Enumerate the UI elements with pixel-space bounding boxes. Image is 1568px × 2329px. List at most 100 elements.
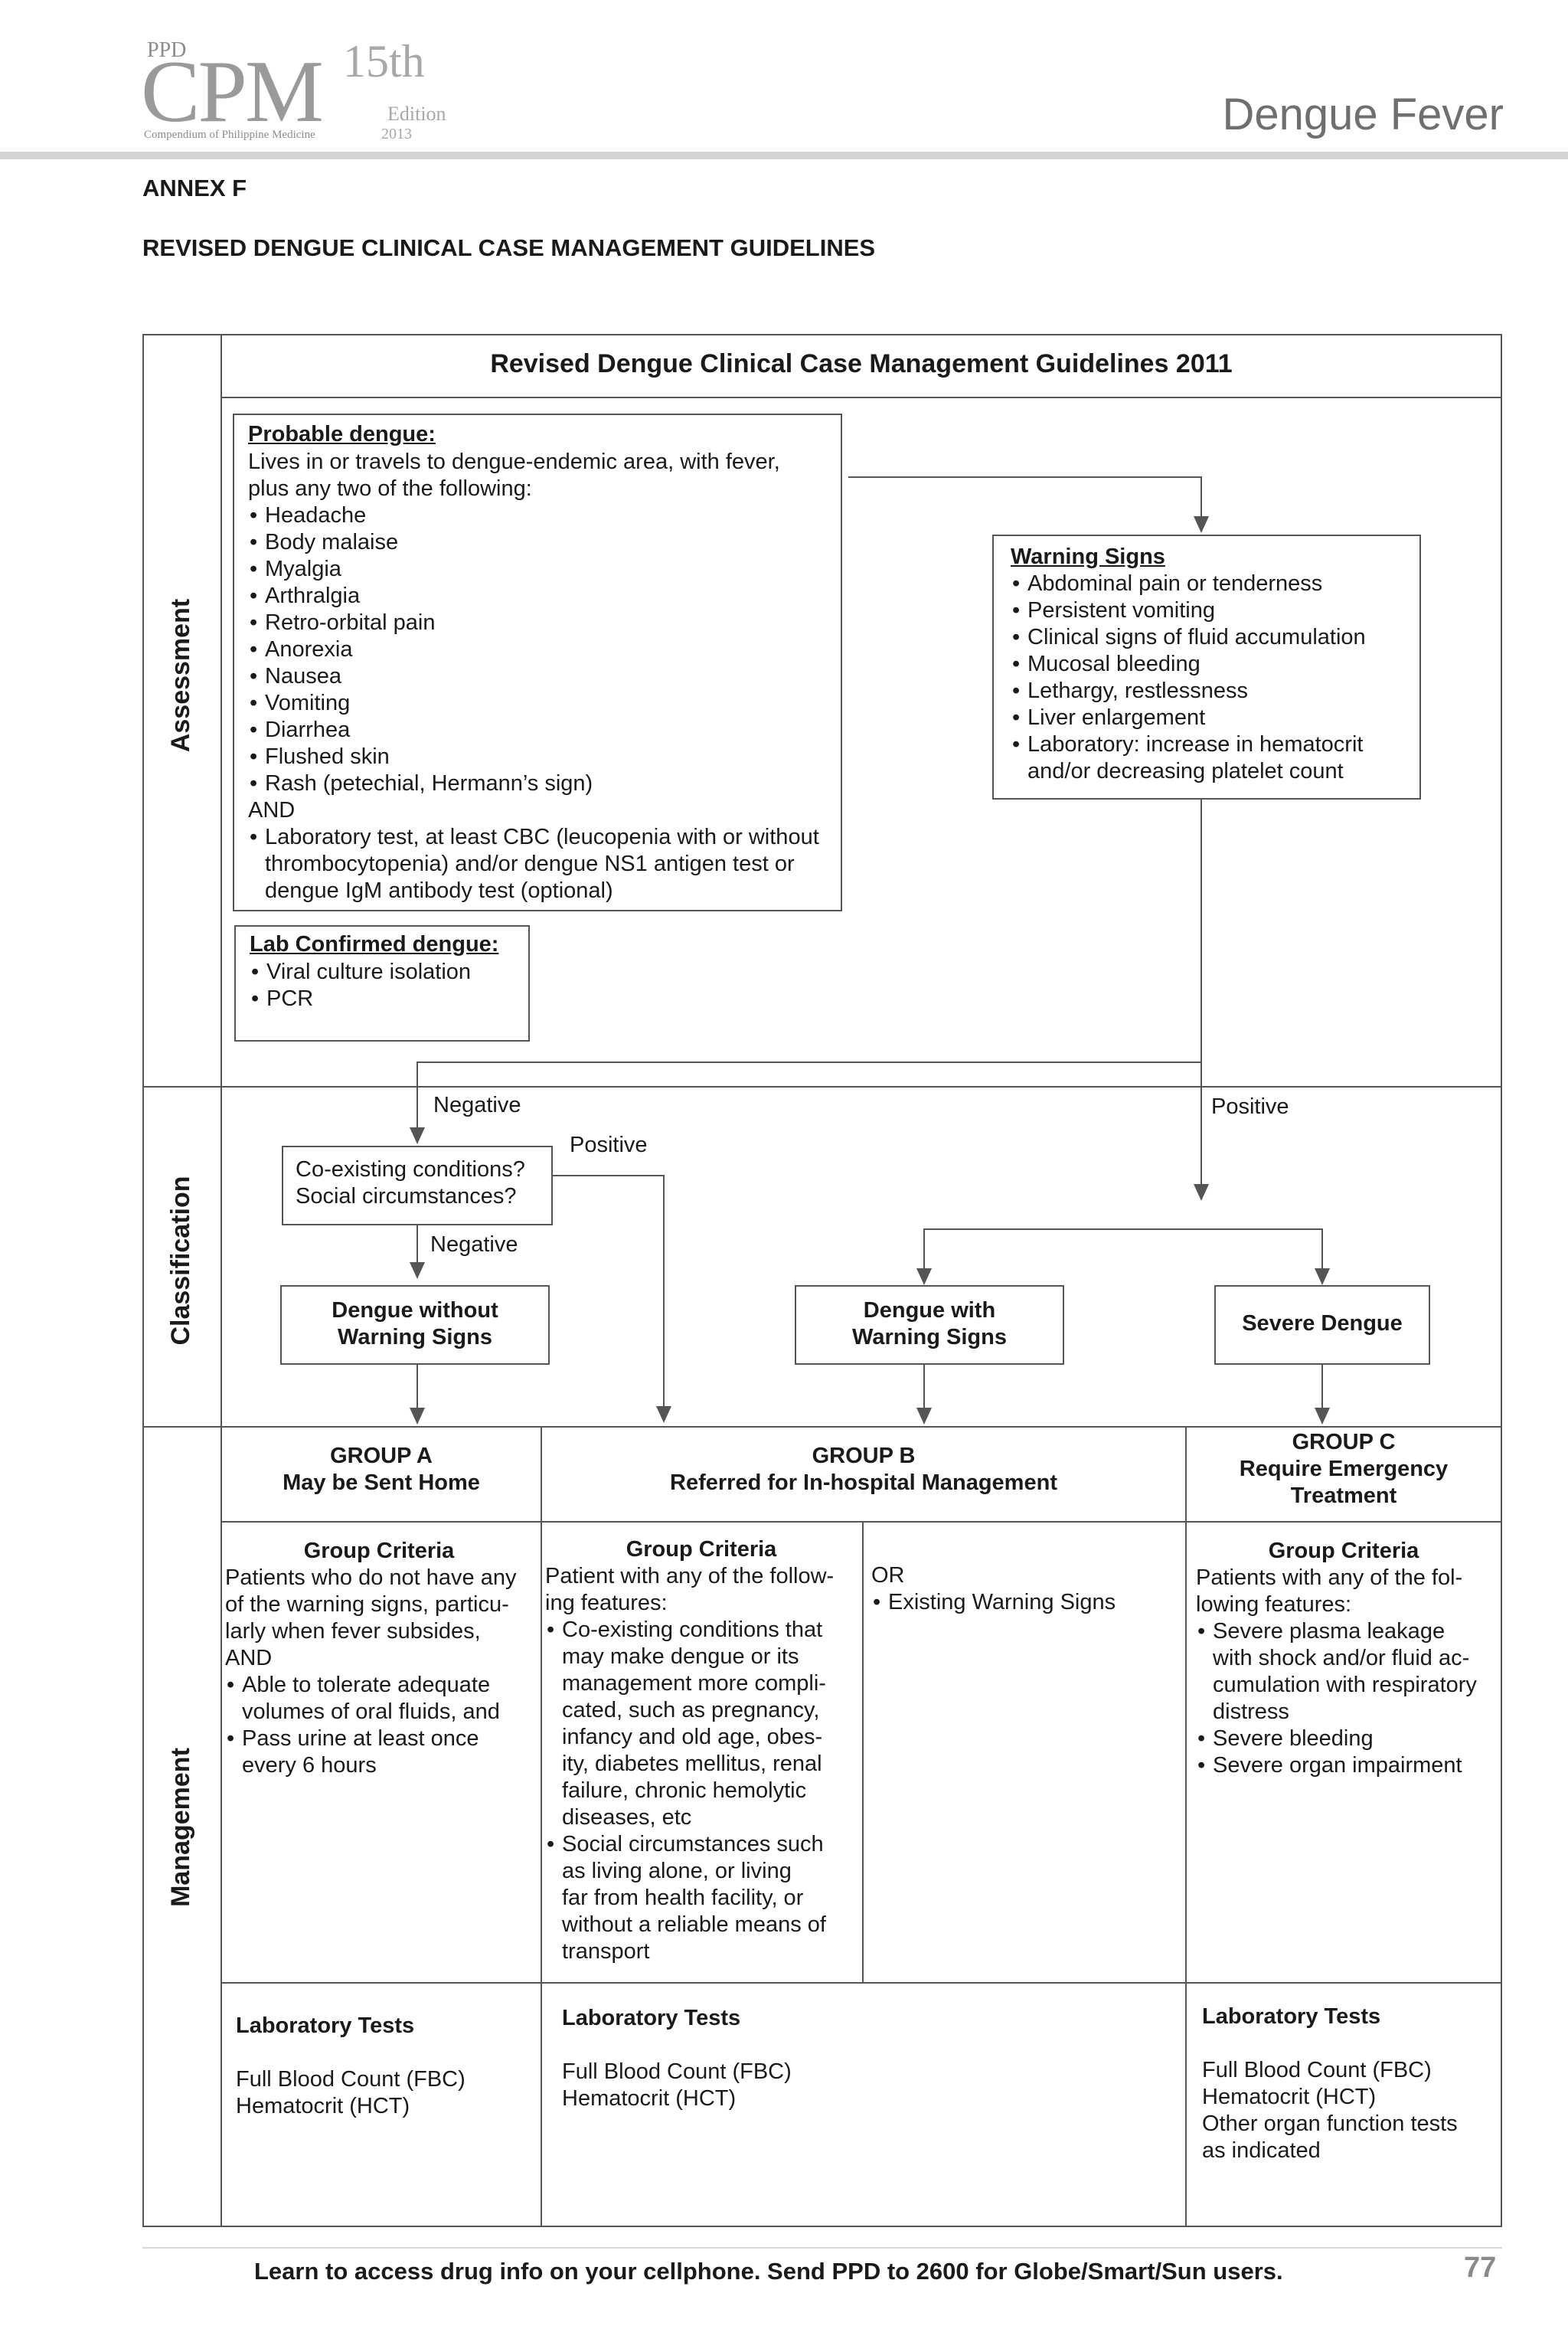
label-negative-2: Negative <box>430 1232 518 1257</box>
group-a-lab-heading: Laboratory Tests <box>236 2013 415 2038</box>
list-item: Arthralgia <box>248 583 593 610</box>
criteria-line: ing features: <box>545 1591 668 1615</box>
list-item: Existing Warning Signs <box>871 1589 1116 1616</box>
group-c-criteria-heading: Group Criteria <box>1268 1539 1419 1563</box>
dw-line-2: Warning Signs <box>852 1325 1007 1349</box>
dws-line-1: Dengue without <box>332 1298 498 1323</box>
severe-label: Severe Dengue <box>1242 1311 1403 1336</box>
warning-lab-line-2: and/or decreasing platelet count <box>1027 759 1344 783</box>
logo-edition: Edition <box>387 103 446 125</box>
list-item: Flushed skin <box>248 744 593 770</box>
symptom-list: Headache Body malaise Myalgia Arthralgia… <box>248 502 593 797</box>
group-b-criteria-text: Patient with any of the follow- ing feat… <box>545 1563 834 1965</box>
annex-label: ANNEX F <box>142 175 247 201</box>
list-item: Body malaise <box>248 529 593 556</box>
confirmed-list: Viral culture isolation PCR <box>250 959 471 1012</box>
lab-item: Other organ function tests <box>1202 2111 1458 2136</box>
bullet-line: diseases, etc <box>562 1805 692 1830</box>
warning-list: Abdominal pain or tenderness Persistent … <box>1011 571 1366 785</box>
page-number: 77 <box>1464 2252 1497 2284</box>
warning-lab-line-1: Laboratory: increase in hematocrit <box>1027 732 1364 757</box>
group-b-lab-list: Full Blood Count (FBC) Hematocrit (HCT) <box>562 2059 792 2112</box>
bullet-line: Pass urine at least once <box>242 1726 479 1751</box>
confirmed-heading: Lab Confirmed dengue: <box>250 932 499 957</box>
group-b-or-list: Existing Warning Signs <box>871 1589 1116 1616</box>
list-item: Abdominal pain or tenderness <box>1011 571 1366 597</box>
bullet-line: cated, such as pregnancy, <box>562 1698 820 1722</box>
group-b-or-column: OR Existing Warning Signs <box>871 1562 1116 1616</box>
bullet-line: infancy and old age, obes- <box>562 1725 823 1749</box>
footer-text: Learn to access drug info on your cellph… <box>254 2258 1283 2285</box>
group-b-sub: Referred for In-hospital Management <box>670 1470 1057 1495</box>
logo-ppd: PPD <box>147 38 187 62</box>
label-positive-coexist: Positive <box>570 1133 648 1157</box>
dw-line-1: Dengue with <box>863 1298 996 1323</box>
section-title: REVISED DENGUE CLINICAL CASE MANAGEMENT … <box>142 234 876 261</box>
list-item: Rash (petechial, Hermann’s sign) <box>248 770 593 797</box>
list-item: Retro-orbital pain <box>248 610 593 636</box>
group-b-title: GROUP B <box>812 1444 916 1468</box>
criteria-line: Patients who do not have any <box>225 1565 517 1590</box>
lab-item: Full Blood Count (FBC) <box>236 2067 466 2092</box>
bullet-line: Able to tolerate adequate <box>242 1673 491 1697</box>
group-b-lab-heading: Laboratory Tests <box>562 2006 741 2030</box>
lab-item: Full Blood Count (FBC) <box>1202 2058 1432 2082</box>
criteria-line: Patient with any of the follow- <box>545 1564 835 1588</box>
logo-cpm: CPM <box>141 43 324 141</box>
logo-year: 2013 <box>381 126 412 142</box>
bullet-line: cumulation with respiratory <box>1213 1673 1477 1697</box>
list-item: Myalgia <box>248 556 593 583</box>
logo-edition-number: 15th <box>343 36 425 87</box>
or-label: OR <box>871 1563 905 1588</box>
group-a-criteria-text: Patients who do not have any of the warn… <box>225 1565 516 1779</box>
lab-line-1: Laboratory test, at least CBC (leucopeni… <box>265 825 819 849</box>
bullet-line: may make dengue or its <box>562 1644 799 1669</box>
list-item: PCR <box>250 986 471 1012</box>
list-item: Nausea <box>248 663 593 690</box>
list-item: Laboratory: increase in hematocritand/or… <box>1011 731 1366 785</box>
table-title: Revised Dengue Clinical Case Management … <box>490 349 1233 378</box>
group-c-criteria-text: Patients with any of the fol- lowing fea… <box>1196 1565 1477 1779</box>
group-b-bullets: Co-existing conditions that may make den… <box>545 1617 834 1965</box>
probable-heading: Probable dengue: <box>248 422 436 447</box>
list-item: Diarrhea <box>248 717 593 744</box>
criteria-line: lowing features: <box>1196 1592 1352 1617</box>
lab-confirmed-box: Lab Confirmed dengue: Viral culture isol… <box>234 925 530 1042</box>
footer-rule <box>142 2247 1502 2249</box>
probable-lab-list: Laboratory test, at least CBC (leucopeni… <box>248 824 819 904</box>
probable-intro-1: Lives in or travels to dengue-endemic ar… <box>248 450 780 474</box>
group-a-sub: May be Sent Home <box>283 1470 480 1495</box>
list-item: Co-existing conditions that may make den… <box>545 1617 834 1831</box>
list-item: Liver enlargement <box>1011 705 1366 731</box>
criteria-line: of the warning signs, particu- <box>225 1592 509 1617</box>
list-item: Lethargy, restlessness <box>1011 678 1366 705</box>
list-item: Anorexia <box>248 636 593 663</box>
criteria-line: Patients with any of the fol- <box>1196 1565 1463 1590</box>
bullet-line: far from health facility, or <box>562 1886 804 1910</box>
list-item: Clinical signs of fluid accumulation <box>1011 624 1366 651</box>
lab-line-3: dengue IgM antibody test (optional) <box>265 878 613 903</box>
bullet-line: Severe plasma leakage <box>1213 1619 1446 1644</box>
list-item: Severe bleeding <box>1196 1725 1477 1752</box>
header-rule <box>0 152 1568 159</box>
lab-line-2: thrombocytopenia) and/or dengue NS1 anti… <box>265 852 795 876</box>
row-label-management: Management <box>166 1748 195 1907</box>
bullet-line: distress <box>1213 1699 1289 1724</box>
severe-dengue-box: Severe Dengue <box>1214 1285 1430 1365</box>
lab-item: Full Blood Count (FBC) <box>562 2059 792 2084</box>
bullet-line: as living alone, or living <box>562 1859 792 1883</box>
bullet-line: transport <box>562 1939 650 1964</box>
group-c-sub-1: Require Emergency <box>1239 1457 1449 1481</box>
row-label-classification: Classification <box>166 1176 195 1346</box>
list-item: Headache <box>248 502 593 529</box>
probable-and: AND <box>248 798 296 823</box>
group-c-bullets: Severe plasma leakage with shock and/or … <box>1196 1618 1477 1779</box>
bullet-line: every 6 hours <box>242 1753 377 1778</box>
dws-line-2: Warning Signs <box>338 1325 492 1349</box>
bullet-line: volumes of oral fluids, and <box>242 1699 500 1724</box>
bullet-line: management more compli- <box>562 1671 826 1696</box>
list-item: Social circumstances such as living alon… <box>545 1831 834 1965</box>
